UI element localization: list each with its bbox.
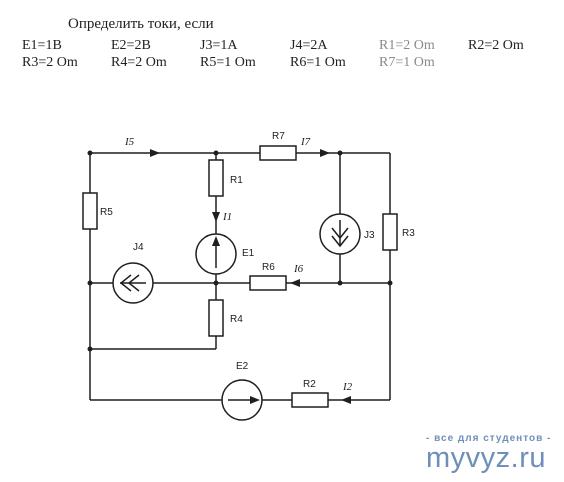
label-current-i1: I1 <box>222 211 232 223</box>
junction-dot <box>213 280 219 286</box>
given-R2: R2=2 Om <box>468 38 524 53</box>
resistor-r1 <box>208 159 224 197</box>
label-r3: R3 <box>402 228 415 239</box>
given-J3: J3=1A <box>200 38 238 53</box>
given-R6: R6=1 Om <box>290 55 346 70</box>
label-current-i6: I6 <box>293 263 304 275</box>
given-E1: E1=1B <box>22 38 62 53</box>
current-arrow-i5-icon <box>150 149 160 157</box>
resistor-r7 <box>259 145 297 161</box>
current-arrow-i7-icon <box>320 149 330 157</box>
label-r1: R1 <box>230 175 243 186</box>
label-current-i7: I7 <box>300 136 311 148</box>
e2-arrow-head-icon <box>250 396 260 404</box>
label-e1: E1 <box>242 248 255 259</box>
junction-dot <box>87 150 93 156</box>
label-j4: J4 <box>133 242 144 253</box>
watermark-brand: myvyz.ru <box>426 442 546 474</box>
given-R4: R4=2 Om <box>111 55 167 70</box>
current-arrow-i6-icon <box>290 279 300 287</box>
watermark-tagline: - все для студентов - <box>426 433 552 444</box>
given-E2: E2=2B <box>111 38 151 53</box>
current-arrow-i2-icon <box>341 396 351 404</box>
resistor-r3 <box>382 213 398 251</box>
resistor-r2 <box>291 392 329 408</box>
task-title: Определить токи, если <box>68 16 214 32</box>
label-r6: R6 <box>262 262 275 273</box>
junction-dot <box>87 346 93 352</box>
label-r4: R4 <box>230 314 243 325</box>
junction-dot <box>337 150 343 156</box>
given-J4: J4=2A <box>290 38 328 53</box>
current-arrow-i1-icon <box>212 212 220 222</box>
resistor-r4 <box>208 299 224 337</box>
given-R5: R5=1 Om <box>200 55 256 70</box>
label-j3: J3 <box>364 230 375 241</box>
given-R3: R3=2 Om <box>22 55 78 70</box>
junction-dot <box>337 280 343 286</box>
label-current-i2: I2 <box>342 381 353 393</box>
e1-arrow-head-icon <box>212 236 220 246</box>
resistor-r6 <box>249 275 287 291</box>
label-r5: R5 <box>100 207 113 218</box>
label-e2: E2 <box>236 361 249 372</box>
label-current-i5: I5 <box>124 136 135 148</box>
given-R1: R1=2 Om <box>379 38 435 53</box>
label-r2: R2 <box>303 379 316 390</box>
label-r7: R7 <box>272 131 285 142</box>
junction-dot <box>387 280 393 286</box>
junction-dot <box>213 150 219 156</box>
junction-dot <box>87 280 93 286</box>
resistor-r5 <box>82 192 98 230</box>
given-R7: R7=1 Om <box>379 55 435 70</box>
